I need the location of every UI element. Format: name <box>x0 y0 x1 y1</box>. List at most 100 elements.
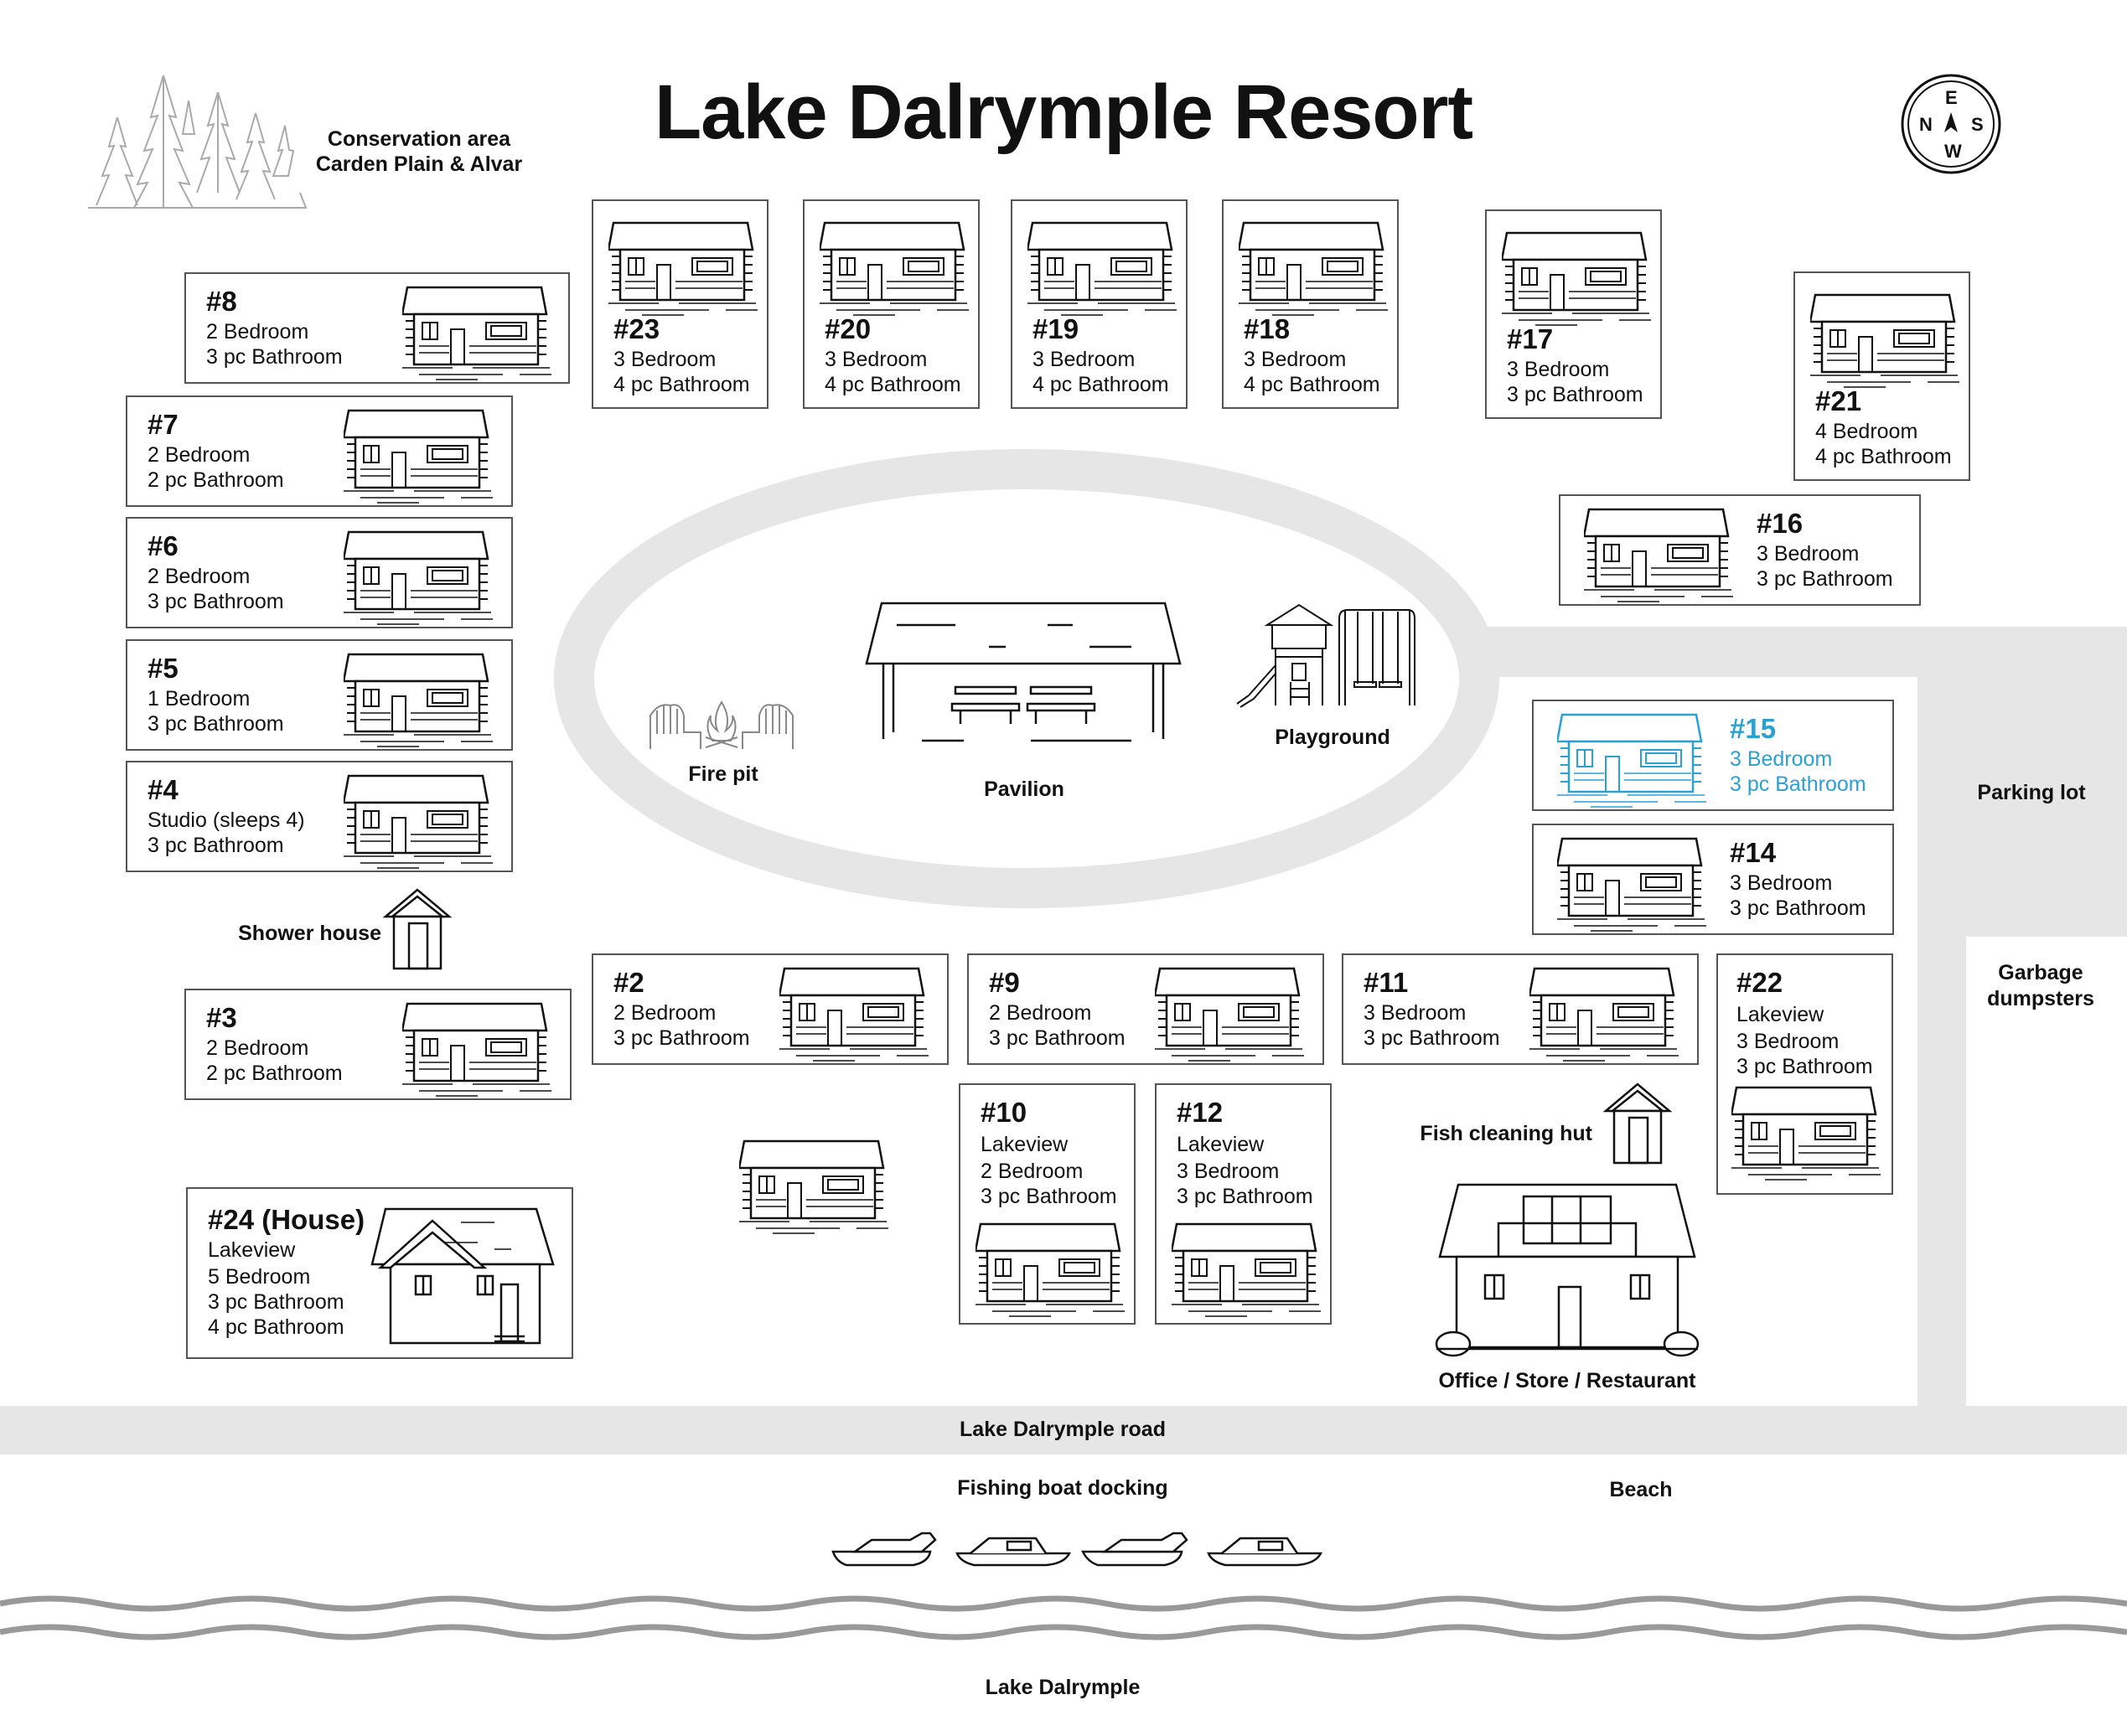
house-icon <box>369 1206 558 1348</box>
cabin-bedrooms: 2 Bedroom <box>147 565 251 588</box>
compass-e: E <box>1945 87 1958 108</box>
loop-road <box>554 449 1499 908</box>
cabin-number: #21 <box>1815 385 1862 416</box>
cabin-number: #19 <box>1032 313 1079 344</box>
pavilion-icon <box>863 600 1183 744</box>
cabin-bedrooms: 3 Bedroom <box>1507 358 1610 381</box>
cabin-bedrooms: 5 Bedroom <box>208 1265 311 1289</box>
cabin-number: #11 <box>1364 967 1409 998</box>
cabin-23[interactable]: #23 3 Bedroom 4 pc Bathroom <box>592 199 769 409</box>
cabin-bedrooms: 1 Bedroom <box>147 687 251 710</box>
cabin-icon <box>1155 967 1306 1062</box>
cabin-24-house[interactable]: #24 (House) Lakeview 5 Bedroom 3 pc Bath… <box>186 1187 573 1359</box>
cabin-bathroom: 3 pc Bathroom <box>1507 383 1643 406</box>
playground-label: Playground <box>1275 726 1390 749</box>
cabin-number: #12 <box>1177 1097 1224 1128</box>
cabin-number: #6 <box>147 530 179 561</box>
cabin-18[interactable]: #18 3 Bedroom 4 pc Bathroom <box>1222 199 1399 409</box>
cabin-bathroom: 3 pc Bathroom <box>147 590 284 613</box>
cabin-icon <box>1027 221 1178 317</box>
cabin-icon <box>1731 1086 1882 1181</box>
cabin-9[interactable]: #9 2 Bedroom 3 pc Bathroom <box>967 953 1324 1065</box>
cabin-7[interactable]: #7 2 Bedroom 2 pc Bathroom <box>126 395 513 507</box>
cabin-bathroom: 3 pc Bathroom <box>981 1185 1117 1208</box>
cabin-icon <box>344 774 494 870</box>
cabin-number: #23 <box>613 313 660 344</box>
cabin-view: Lakeview <box>1736 1003 1824 1026</box>
cabin-bathroom: 4 pc Bathroom <box>1244 373 1380 396</box>
fish-cleaning-hut-icon <box>1602 1081 1673 1166</box>
cabin-view: Lakeview <box>1177 1133 1265 1156</box>
cabin-14[interactable]: #14 3 Bedroom 3 pc Bathroom <box>1532 824 1894 935</box>
cabin-icon <box>344 409 494 504</box>
cabin-20[interactable]: #20 3 Bedroom 4 pc Bathroom <box>803 199 980 409</box>
cabin-icon <box>344 530 494 626</box>
cabin-icon <box>1239 221 1390 317</box>
cabin-number: #24 (House) <box>208 1204 365 1235</box>
cabin-bathroom: 3 pc Bathroom <box>1730 772 1866 796</box>
compass: E N S W <box>1899 72 2003 176</box>
cabin-icon <box>402 1002 553 1098</box>
cabin-icon <box>1810 293 1961 389</box>
cabin-10[interactable]: #10 Lakeview 2 Bedroom 3 pc Bathroom <box>959 1083 1136 1325</box>
cabin-number: #7 <box>147 409 179 440</box>
cabin-icon <box>1557 713 1708 809</box>
conservation-label-1: Conservation area <box>327 127 511 151</box>
cabin-view: Lakeview <box>981 1133 1069 1156</box>
parking-lot-label: Parking lot <box>1977 781 2086 804</box>
map-title: Lake Dalrymple Resort <box>654 70 1473 155</box>
cabin-6[interactable]: #6 2 Bedroom 3 pc Bathroom <box>126 517 513 628</box>
cabin-21[interactable]: #21 4 Bedroom 4 pc Bathroom <box>1793 271 1970 481</box>
cabin-5[interactable]: #5 1 Bedroom 3 pc Bathroom <box>126 639 513 751</box>
cabin-bathroom: 3 pc Bathroom <box>147 712 284 736</box>
cabin-3[interactable]: #3 2 Bedroom 2 pc Bathroom <box>184 989 572 1100</box>
boats-icon <box>830 1516 1333 1568</box>
cabin-number: #17 <box>1507 323 1554 354</box>
shower-house-label: Shower house <box>238 922 381 945</box>
cabin-bedrooms: 3 Bedroom <box>613 348 717 371</box>
cabin-bedrooms: 3 Bedroom <box>1757 542 1860 566</box>
cabin-bathroom: 3 pc Bathroom <box>1757 567 1893 591</box>
cabin-bedrooms: 3 Bedroom <box>1244 348 1347 371</box>
cabin-17[interactable]: #17 3 Bedroom 3 pc Bathroom <box>1485 209 1662 419</box>
cabin-bathroom: 3 pc Bathroom <box>1364 1026 1500 1050</box>
cabin-22[interactable]: #22 Lakeview 3 Bedroom 3 pc Bathroom <box>1716 953 1893 1195</box>
cabin-19[interactable]: #19 3 Bedroom 4 pc Bathroom <box>1011 199 1188 409</box>
cabin-16[interactable]: #16 3 Bedroom 3 pc Bathroom <box>1559 494 1921 606</box>
cabin-11[interactable]: #11 3 Bedroom 3 pc Bathroom <box>1342 953 1699 1065</box>
cabin-bathroom: 3 pc Bathroom <box>147 834 284 857</box>
cabin-bathroom: 3 pc Bathroom <box>989 1026 1126 1050</box>
cabin-bathroom: 3 pc Bathroom <box>613 1026 750 1050</box>
cabin-icon <box>820 221 970 317</box>
cabin-icon <box>779 967 930 1062</box>
cabin-bedrooms: Studio (sleeps 4) <box>147 809 305 832</box>
cabin-bedrooms: 4 Bedroom <box>1815 420 1918 443</box>
cabin-bedrooms: 3 Bedroom <box>1736 1030 1840 1053</box>
cabin-2[interactable]: #2 2 Bedroom 3 pc Bathroom <box>592 953 949 1065</box>
lake-waves-icon <box>0 1595 2127 1640</box>
fish-cleaning-hut-label: Fish cleaning hut <box>1420 1122 1592 1145</box>
cabin-12[interactable]: #12 Lakeview 3 Bedroom 3 pc Bathroom <box>1155 1083 1332 1325</box>
cabin-bathroom: 2 pc Bathroom <box>147 468 284 492</box>
lake-dalrymple-road <box>0 1406 2127 1454</box>
fire-pit-icon <box>642 690 801 752</box>
cabin-bedrooms: 3 Bedroom <box>1032 348 1136 371</box>
lake-label: Lake Dalrymple <box>985 1676 1141 1699</box>
office-store-restaurant-label: Office / Store / Restaurant <box>1438 1369 1696 1392</box>
cabin-bedrooms: 2 Bedroom <box>989 1001 1092 1025</box>
cabin-icon-unlabeled <box>739 1139 890 1235</box>
cabin-8[interactable]: #8 2 Bedroom 3 pc Bathroom <box>184 272 570 384</box>
cabin-icon <box>344 653 494 748</box>
trees-icon <box>88 75 308 209</box>
cabin-15-highlighted[interactable]: #15 3 Bedroom 3 pc Bathroom <box>1532 700 1894 811</box>
cabin-4[interactable]: #4 Studio (sleeps 4) 3 pc Bathroom <box>126 761 513 872</box>
road-label: Lake Dalrymple road <box>960 1418 1166 1441</box>
cabin-number: #8 <box>206 286 237 317</box>
cabin-icon <box>608 221 759 317</box>
cabin-bathroom: 2 pc Bathroom <box>206 1062 343 1085</box>
cabin-bathroom: 3 pc Bathroom <box>1736 1055 1873 1078</box>
cabin-bedrooms: 3 Bedroom <box>1730 871 1833 895</box>
cabin-number: #9 <box>989 967 1020 998</box>
cabin-number: #4 <box>147 774 179 805</box>
cabin-bathroom: 4 pc Bathroom <box>1815 445 1952 468</box>
